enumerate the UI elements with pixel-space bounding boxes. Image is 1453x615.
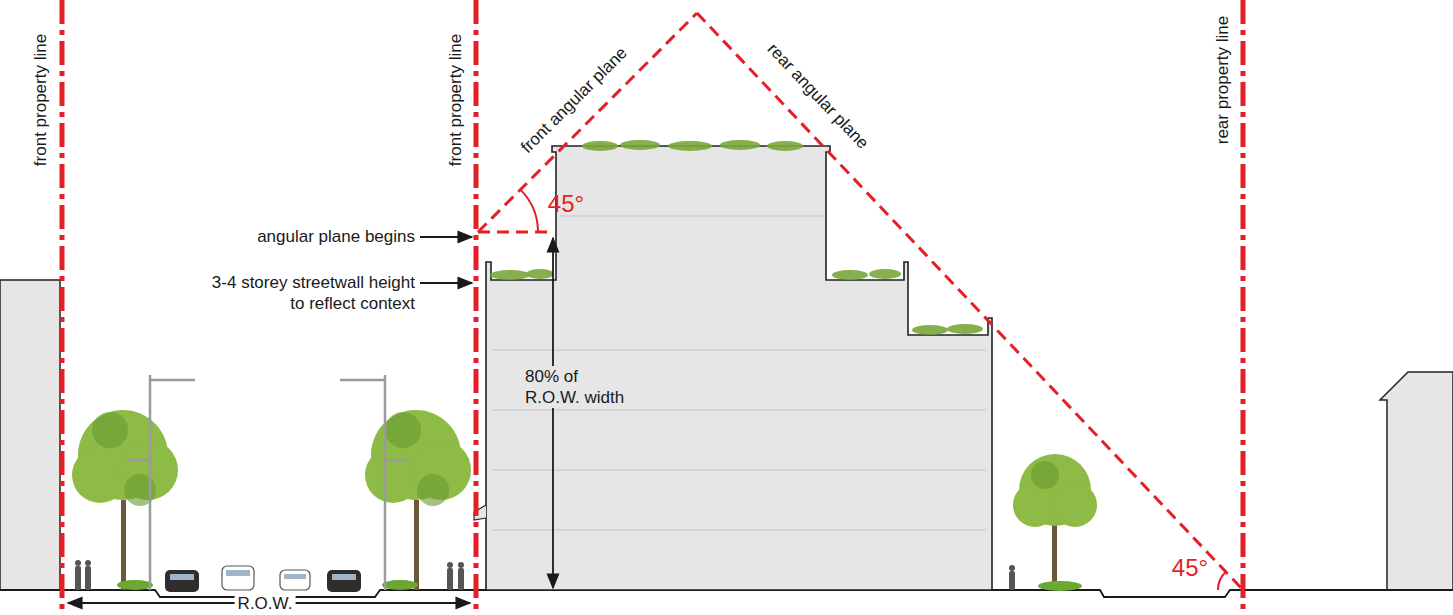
pedestrians: [75, 560, 1015, 590]
leader-label: 3-4 storey streetwall height to reflect …: [210, 272, 415, 314]
property-lines: [62, 0, 1243, 615]
stepped-building: [474, 140, 992, 590]
property-line-label: front property line: [30, 34, 51, 166]
angular-plane-label: rear angular plane: [763, 39, 873, 154]
dimension-arrows: [68, 237, 553, 603]
street-trees: [72, 410, 1097, 591]
angle-label: 45°: [1172, 554, 1208, 582]
ground-line: [0, 590, 1453, 597]
angle-label: 45°: [548, 190, 584, 218]
street-lamps: [128, 375, 407, 590]
dimension-label: R.O.W.: [235, 593, 296, 614]
right-neighbour-house: [1380, 372, 1453, 590]
dimension-label: 80% of R.O.W. width: [522, 366, 632, 408]
angular-planes: [478, 13, 1243, 590]
left-neighbour: [0, 280, 60, 590]
angle-arcs: [520, 190, 1225, 590]
cars: [165, 566, 361, 592]
property-line-label: rear property line: [1212, 16, 1233, 145]
leader-label: angular plane begins: [185, 226, 415, 247]
angular-plane-label: front angular plane: [516, 42, 631, 157]
property-line-label: front property line: [445, 34, 466, 166]
